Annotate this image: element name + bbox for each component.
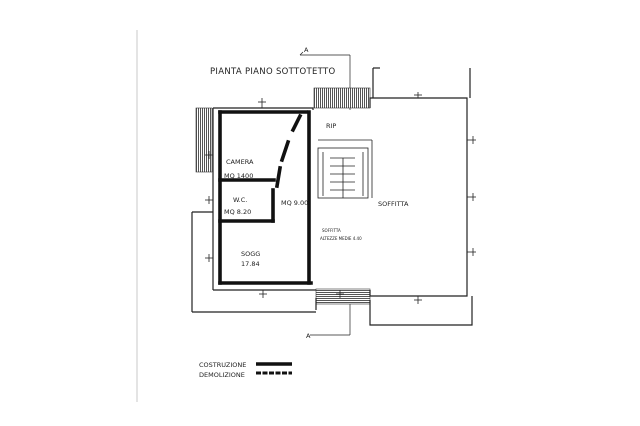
soggiorno-area: 17.84 bbox=[241, 260, 260, 268]
soffitta-height-note: ALTEZZE MEDIE 4.40 bbox=[320, 236, 362, 241]
wc-label: W.C. bbox=[233, 196, 247, 204]
wc-area: MQ 8.20 bbox=[224, 208, 251, 216]
building-outline bbox=[191, 67, 473, 326]
camera-label: CAMERA bbox=[226, 158, 254, 166]
section-label-top: A bbox=[304, 46, 309, 54]
opening-markers bbox=[205, 92, 476, 304]
construction-walls bbox=[218, 110, 313, 285]
section-label-bottom: A bbox=[306, 332, 311, 340]
legend-construction-label: COSTRUZIONE bbox=[199, 361, 246, 369]
soffitta-label: SOFFITTA bbox=[378, 200, 409, 208]
top-terrace-hatch bbox=[313, 87, 371, 109]
drawing-title: PIANTA PIANO SOTTOTETTO bbox=[210, 67, 335, 77]
left-balcony-hatch bbox=[195, 107, 213, 173]
bottom-terrace-hatch bbox=[315, 288, 371, 305]
section-cut-bottom bbox=[310, 300, 351, 336]
middle-room-area: MQ 9.00 bbox=[281, 199, 308, 207]
rip-label: RIP bbox=[326, 122, 336, 130]
staircase bbox=[317, 139, 373, 199]
soggiorno-label: SOGG bbox=[241, 250, 260, 258]
legend-demolition-label: DEMOLIZIONE bbox=[199, 371, 245, 379]
camera-area: MQ 1400 bbox=[224, 172, 253, 180]
soffitta-small-label: SOFFITTA bbox=[322, 228, 341, 233]
